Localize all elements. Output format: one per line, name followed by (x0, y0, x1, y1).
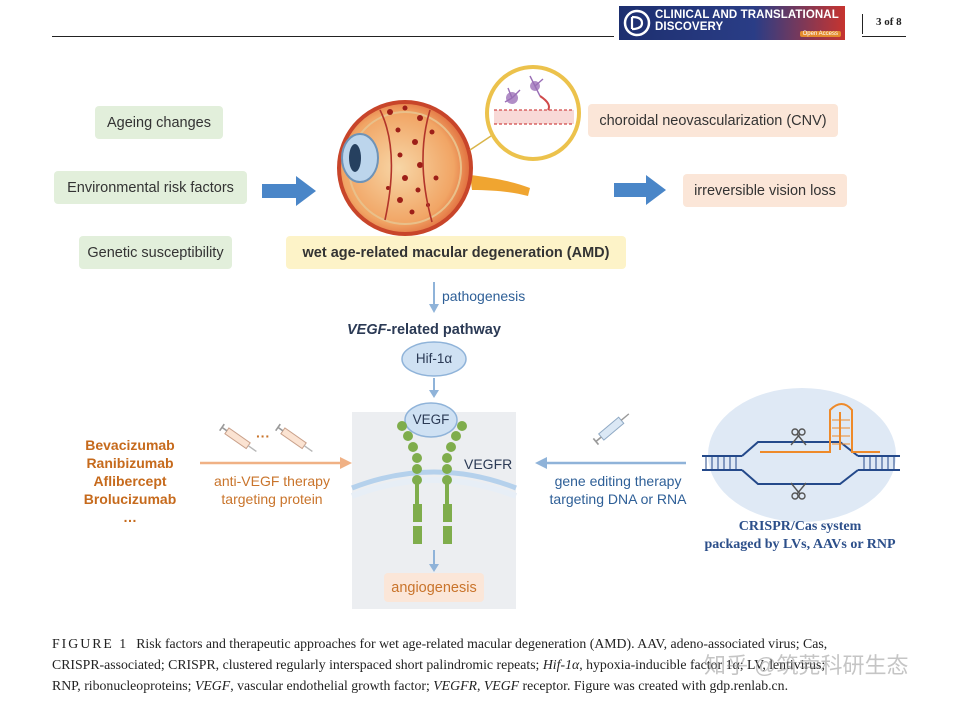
vision-loss-box: irreversible vision loss (683, 174, 847, 207)
drug-ellipsis: … (123, 509, 137, 525)
journal-name-line1: CLINICAL AND TRANSLATIONAL (655, 9, 839, 21)
caption-text3d: receptor. Figure was created with gdp.re… (519, 678, 789, 693)
cnv-box: choroidal neovascularization (CNV) (588, 104, 838, 137)
caption-line3: RNP, ribonucleoproteins; VEGF, vascular … (52, 675, 932, 696)
open-access-badge: Open Access (799, 31, 841, 37)
watermark: 知乎 @筑莞科研生态 (704, 653, 909, 678)
caption-vegfr: VEGFR (433, 678, 477, 693)
syringe-icon-left (219, 423, 257, 453)
pathway-title-rest: -related pathway (386, 322, 501, 338)
caption-text3b: , vascular endothelial growth factor; (230, 678, 434, 693)
anti-vegf-arrow (200, 457, 352, 469)
anti-vegf-label: anti-VEGF therapy targeting protein (207, 472, 337, 508)
angiogenesis-arrow (429, 550, 439, 572)
crispr-illustration (702, 388, 900, 522)
anti-vegf-line1: anti-VEGF therapy (214, 473, 330, 489)
drug-ranibizumab: Ranibizumab (86, 455, 174, 471)
caption-text3c: , (476, 678, 484, 693)
pathway-title: VEGF-related pathway (347, 322, 501, 338)
hif-ellipse (401, 341, 467, 377)
drug-bevacizumab: Bevacizumab (85, 437, 175, 453)
gene-editing-arrow (535, 457, 686, 469)
pathway-title-vegf: VEGF (347, 322, 387, 338)
vegf-label: VEGF (412, 412, 450, 427)
vegfr-label: VEGFR (464, 456, 513, 472)
cell-panel (350, 412, 518, 609)
journal-logo-icon (623, 9, 651, 37)
angiogenesis-box: angiogenesis (384, 573, 484, 602)
journal-logo: CLINICAL AND TRANSLATIONAL DISCOVERY Ope… (619, 6, 845, 40)
vegf-ellipse (404, 402, 458, 438)
pathogenesis-label: pathogenesis (442, 288, 526, 304)
gene-editing-label: gene editing therapy targeting DNA or RN… (538, 472, 698, 508)
caption-label: FIGURE 1 (52, 636, 129, 651)
arrow-to-amd (262, 176, 316, 206)
hif-to-vegf-arrow (429, 378, 439, 398)
cnv-magnifier (485, 65, 581, 161)
syringe-icon-gene (592, 413, 630, 446)
caption-line2: CRISPR-associated; CRISPR, clustered reg… (52, 654, 932, 675)
journal-name: CLINICAL AND TRANSLATIONAL DISCOVERY (655, 9, 839, 33)
figure-graphics (200, 65, 900, 609)
pathogenesis-arrow (429, 282, 439, 313)
anti-vegf-line2: targeting protein (221, 491, 323, 507)
risk-factor-genetic: Genetic susceptibility (79, 236, 232, 269)
scissors-icon (790, 428, 807, 500)
caption-hif: Hif-1α (542, 657, 580, 672)
crispr-line1: CRISPR/Cas system (738, 519, 862, 534)
figure-caption: FIGURE 1 Risk factors and therapeutic app… (52, 633, 932, 696)
gene-editing-line1: gene editing therapy (554, 473, 682, 489)
header-rule (52, 36, 614, 37)
gene-editing-line2: targeting DNA or RNA (549, 491, 687, 507)
caption-text3a: RNP, ribonucleoproteins; (52, 678, 195, 693)
syringe-icon-right (275, 423, 313, 453)
page-number: 3 of 8 (876, 16, 902, 28)
hif-label: Hif-1α (415, 351, 453, 366)
journal-name-line2: DISCOVERY (655, 21, 724, 33)
vegfr-receptor-right (442, 421, 467, 544)
page-rule (862, 36, 906, 37)
caption-text1: Risk factors and therapeutic approaches … (136, 636, 828, 651)
drug-aflibercept: Aflibercept (93, 473, 167, 489)
caption-text2a: CRISPR-associated; CRISPR, clustered reg… (52, 657, 543, 672)
risk-factor-ageing: Ageing changes (95, 106, 223, 139)
caption-vegf2: VEGF (483, 678, 520, 693)
caption-text2b: , hypoxia-inducible factor 1α; LV, lenti… (579, 657, 826, 672)
caption-line1: FIGURE 1 Risk factors and therapeutic app… (52, 633, 932, 654)
eye-illustration (337, 100, 530, 236)
crispr-label: CRISPR/Cas system packaged by LVs, AAVs … (690, 518, 910, 554)
syringe-dots: ··· (256, 428, 270, 444)
page-separator (862, 14, 863, 34)
vegfr-receptor-left (397, 421, 422, 544)
arrow-to-vision-loss (614, 175, 666, 205)
drug-brolucizumab: Brolucizumab (83, 491, 177, 507)
risk-factor-environmental: Environmental risk factors (54, 171, 247, 204)
caption-vegf: VEGF (194, 678, 231, 693)
crispr-line2: packaged by LVs, AAVs or RNP (704, 537, 896, 552)
amd-box: wet age-related macular degeneration (AM… (286, 236, 626, 269)
